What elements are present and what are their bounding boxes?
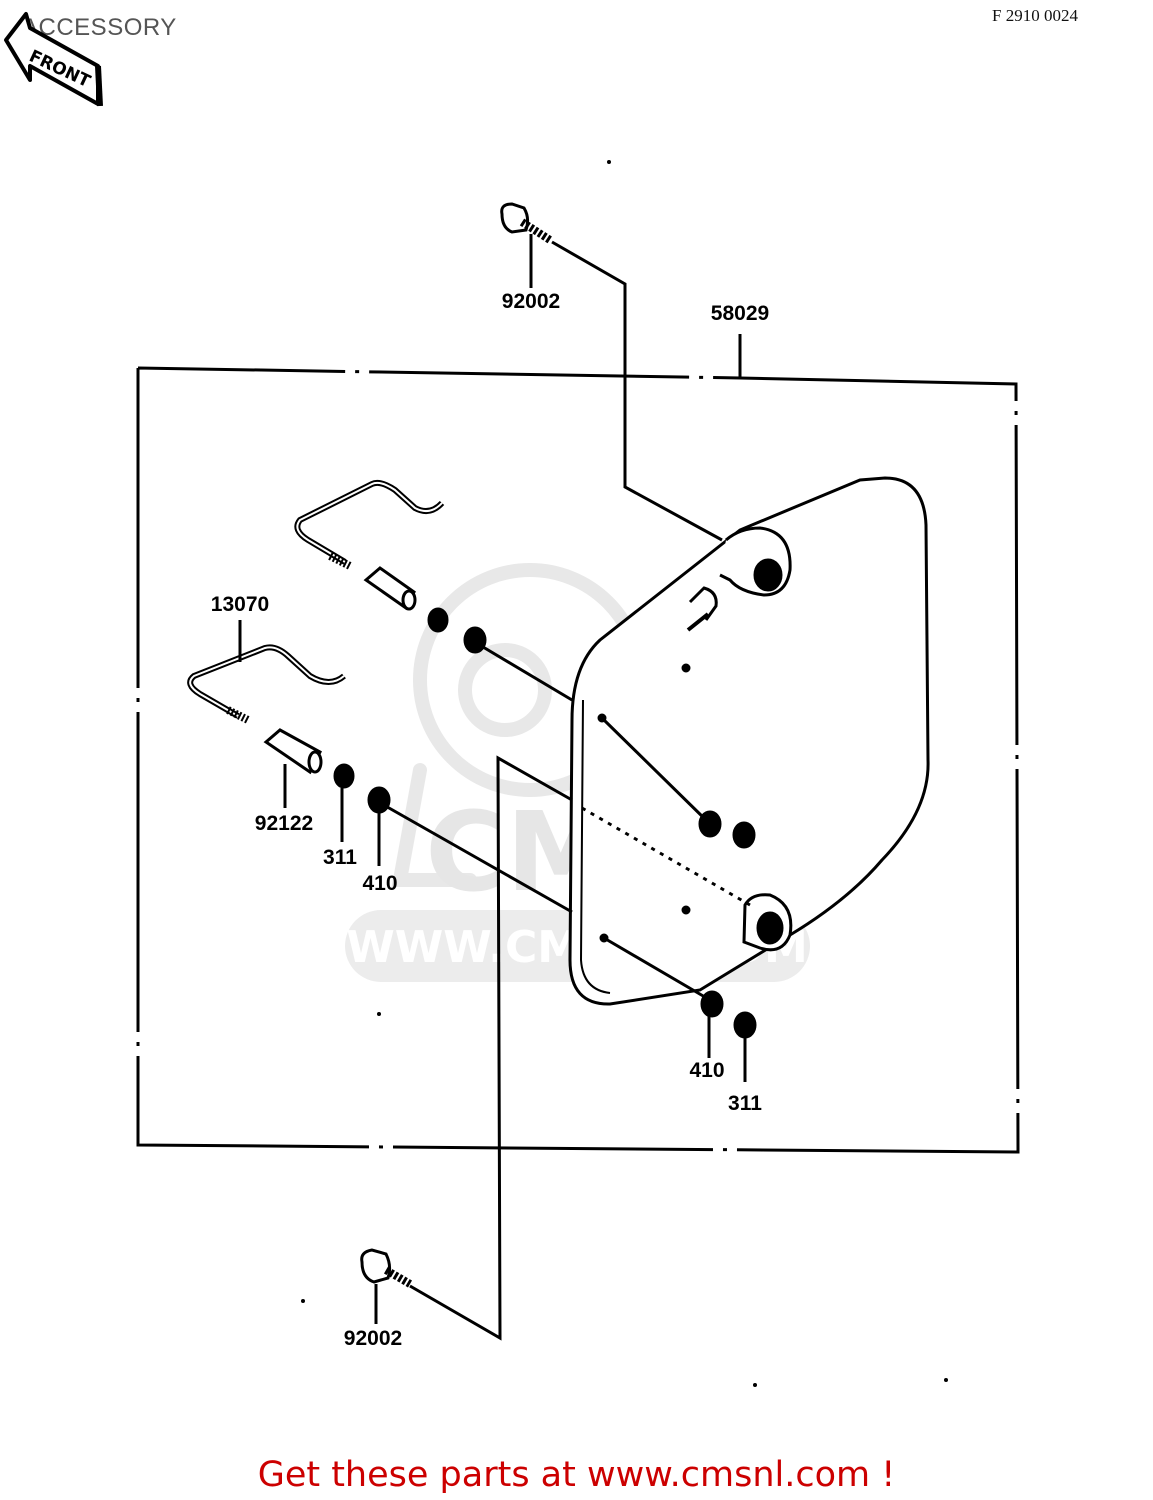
bottom-bolt-head — [360, 1248, 392, 1284]
hidden-stud-line — [581, 806, 751, 907]
lower-collar — [263, 728, 322, 775]
footer: Get these parts at www.cmsnl.com ! — [0, 1455, 1153, 1495]
top-bolt-thread — [519, 218, 553, 244]
speck — [753, 1383, 757, 1387]
front-arrow-icon: FRONT — [4, 12, 103, 107]
speck — [377, 1012, 381, 1016]
lower-stud-line-2 — [603, 936, 711, 1002]
callout-bolt-bottom: 92002 — [344, 1327, 402, 1350]
top-bolt-leader-path — [551, 240, 723, 542]
scan-specks — [301, 160, 948, 1387]
lower-bracket-group — [187, 644, 757, 1039]
boundary-phantom-line — [136, 366, 1020, 1154]
lower-stud-line — [381, 802, 573, 914]
speck — [944, 1378, 948, 1382]
callout-nut-left: 311 — [323, 846, 357, 869]
watermark-logo-face — [458, 643, 552, 737]
lower-right-damper — [700, 990, 724, 1018]
upper-bracket-outer — [294, 479, 445, 565]
upper-bracket-group — [294, 479, 756, 907]
get-parts-link[interactable]: Get these parts at www.cmsnl.com ! — [257, 1455, 896, 1495]
assembly-boundary — [136, 334, 1020, 1154]
speck — [607, 160, 611, 164]
case-nipple-stem — [686, 612, 710, 632]
upper-collar-end — [401, 589, 417, 611]
upper-stud-line — [477, 642, 573, 702]
callout-collar: 92122 — [255, 812, 313, 835]
speck — [301, 1299, 305, 1303]
callout-bracket: 13070 — [211, 593, 269, 616]
upper-stud-line-2 — [602, 718, 710, 824]
exploded-view-diagram: CMS WWW.CMSNL.COM FRONT — [4, 12, 1020, 1387]
case-nipple — [688, 586, 718, 621]
part-number-callouts: 92002 58029 13070 92122 311 410 410 311 … — [211, 290, 769, 1350]
case-hole-upper — [597, 713, 607, 723]
lower-collar-end — [307, 750, 323, 774]
top-boss-hole — [753, 558, 783, 592]
callout-damper-left: 410 — [362, 872, 397, 895]
bottom-boss-hole — [756, 911, 784, 945]
upper-damper — [463, 626, 487, 654]
callout-assembly: 58029 — [711, 302, 769, 325]
upper-nut — [427, 607, 449, 633]
lower-nut — [333, 763, 355, 789]
case-dot-1 — [681, 663, 691, 673]
upper-right-damper — [698, 810, 722, 838]
bottom-bolt-leader-path — [409, 755, 573, 1341]
case-inner-edge — [579, 699, 611, 994]
bottom-bolt-group — [360, 755, 573, 1341]
front-arrow-shadow — [95, 65, 103, 107]
top-bolt-group — [500, 202, 723, 542]
callout-bolt-top: 92002 — [502, 290, 560, 313]
callout-nut-right: 311 — [728, 1092, 762, 1115]
case-cover — [568, 476, 930, 1006]
upper-right-nut — [732, 821, 756, 849]
callout-damper-right: 410 — [689, 1059, 724, 1082]
figure-code: F 2910 0024 — [992, 6, 1078, 25]
lower-damper — [367, 786, 391, 814]
callout-leaders — [238, 620, 747, 1082]
lower-bracket-inner — [189, 646, 345, 717]
case-outline — [568, 476, 930, 1006]
lower-right-nut — [733, 1011, 757, 1039]
upper-bracket-inner — [296, 481, 443, 563]
case-dot-2 — [681, 905, 691, 915]
top-bolt-head — [500, 202, 530, 234]
